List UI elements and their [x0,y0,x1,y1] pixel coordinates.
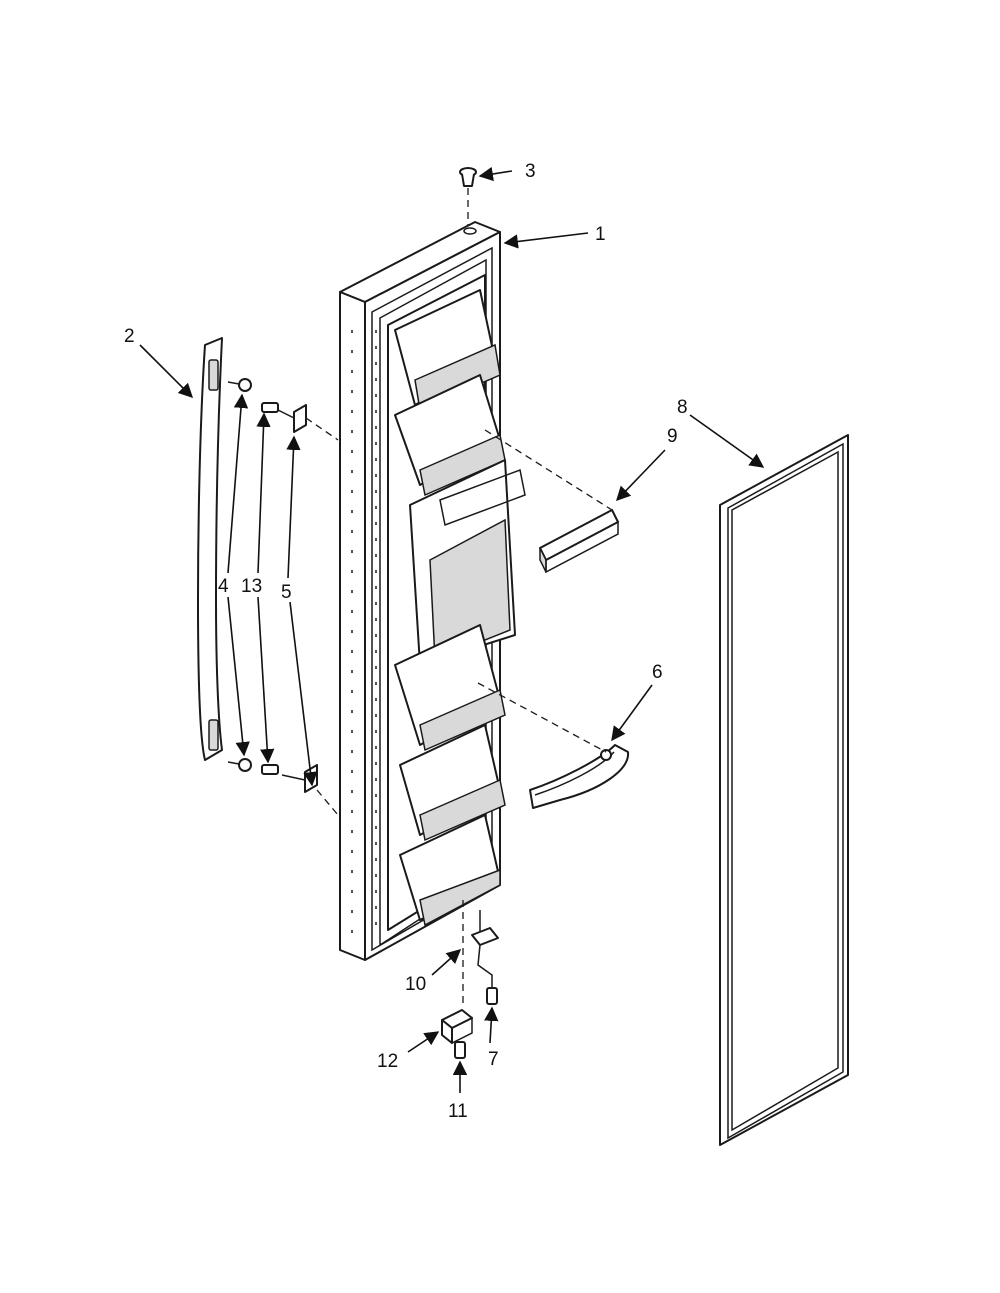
callout-7: 7 [488,1049,499,1070]
handle-bracket-top [277,404,307,433]
lower-door-bin-2 [399,724,506,842]
callout-9: 9 [667,426,678,447]
leader-3 [478,166,513,182]
door-rail-marks [351,330,377,940]
bottom-hinge-pin [462,900,499,1005]
dispenser-trim-strip [484,429,619,574]
leader-10 [431,949,462,976]
top-hinge-plug [459,167,477,225]
threaded-stud-top [261,402,279,413]
callout-10: 10 [405,974,426,995]
leader-9 [616,449,666,502]
leader-5-bottom [289,601,318,787]
callout-11: 11 [448,1101,468,1122]
hinge-screw [486,987,498,1005]
callout-5: 5 [281,582,292,603]
leader-13-bottom [257,596,275,764]
leader-4-top [227,393,249,574]
leader-8 [689,414,765,468]
leader-4-bottom [227,596,250,757]
alignment-line-top [305,417,339,441]
threaded-stud-bottom [261,764,279,775]
door-assembly [339,221,526,961]
door-handle [197,337,223,761]
handle-mounting-nut-top [227,378,252,392]
door-gasket [719,434,849,1146]
leader-2 [139,344,194,399]
callout-13: 13 [241,576,262,597]
upper-door-bin [394,289,501,412]
leader-7 [484,1006,499,1044]
callout-leaders [139,166,765,1093]
alignment-line-bottom [316,789,339,816]
leader-6 [611,684,653,742]
door-shelf-bin [477,682,630,809]
lower-door-bin-3 [399,814,501,927]
leader-5-top [286,435,301,579]
handle-mounting-nut-bottom [227,758,252,772]
callout-labels: 3 1 2 4 13 5 8 9 6 10 7 12 11 [124,161,688,1122]
lower-door-bin-1 [394,624,506,752]
callout-8: 8 [677,397,688,418]
leader-12 [407,1031,440,1053]
dispenser-housing [409,459,526,666]
callout-4: 4 [218,576,229,597]
callout-12: 12 [377,1051,398,1072]
callout-2: 2 [124,326,135,347]
hinge-block [441,1009,473,1045]
callout-6: 6 [652,662,663,683]
leader-1 [503,232,589,249]
leader-13-top [256,412,271,574]
hinge-block-screw [454,1041,466,1059]
callout-1: 1 [595,224,606,245]
callout-3: 3 [525,161,536,182]
